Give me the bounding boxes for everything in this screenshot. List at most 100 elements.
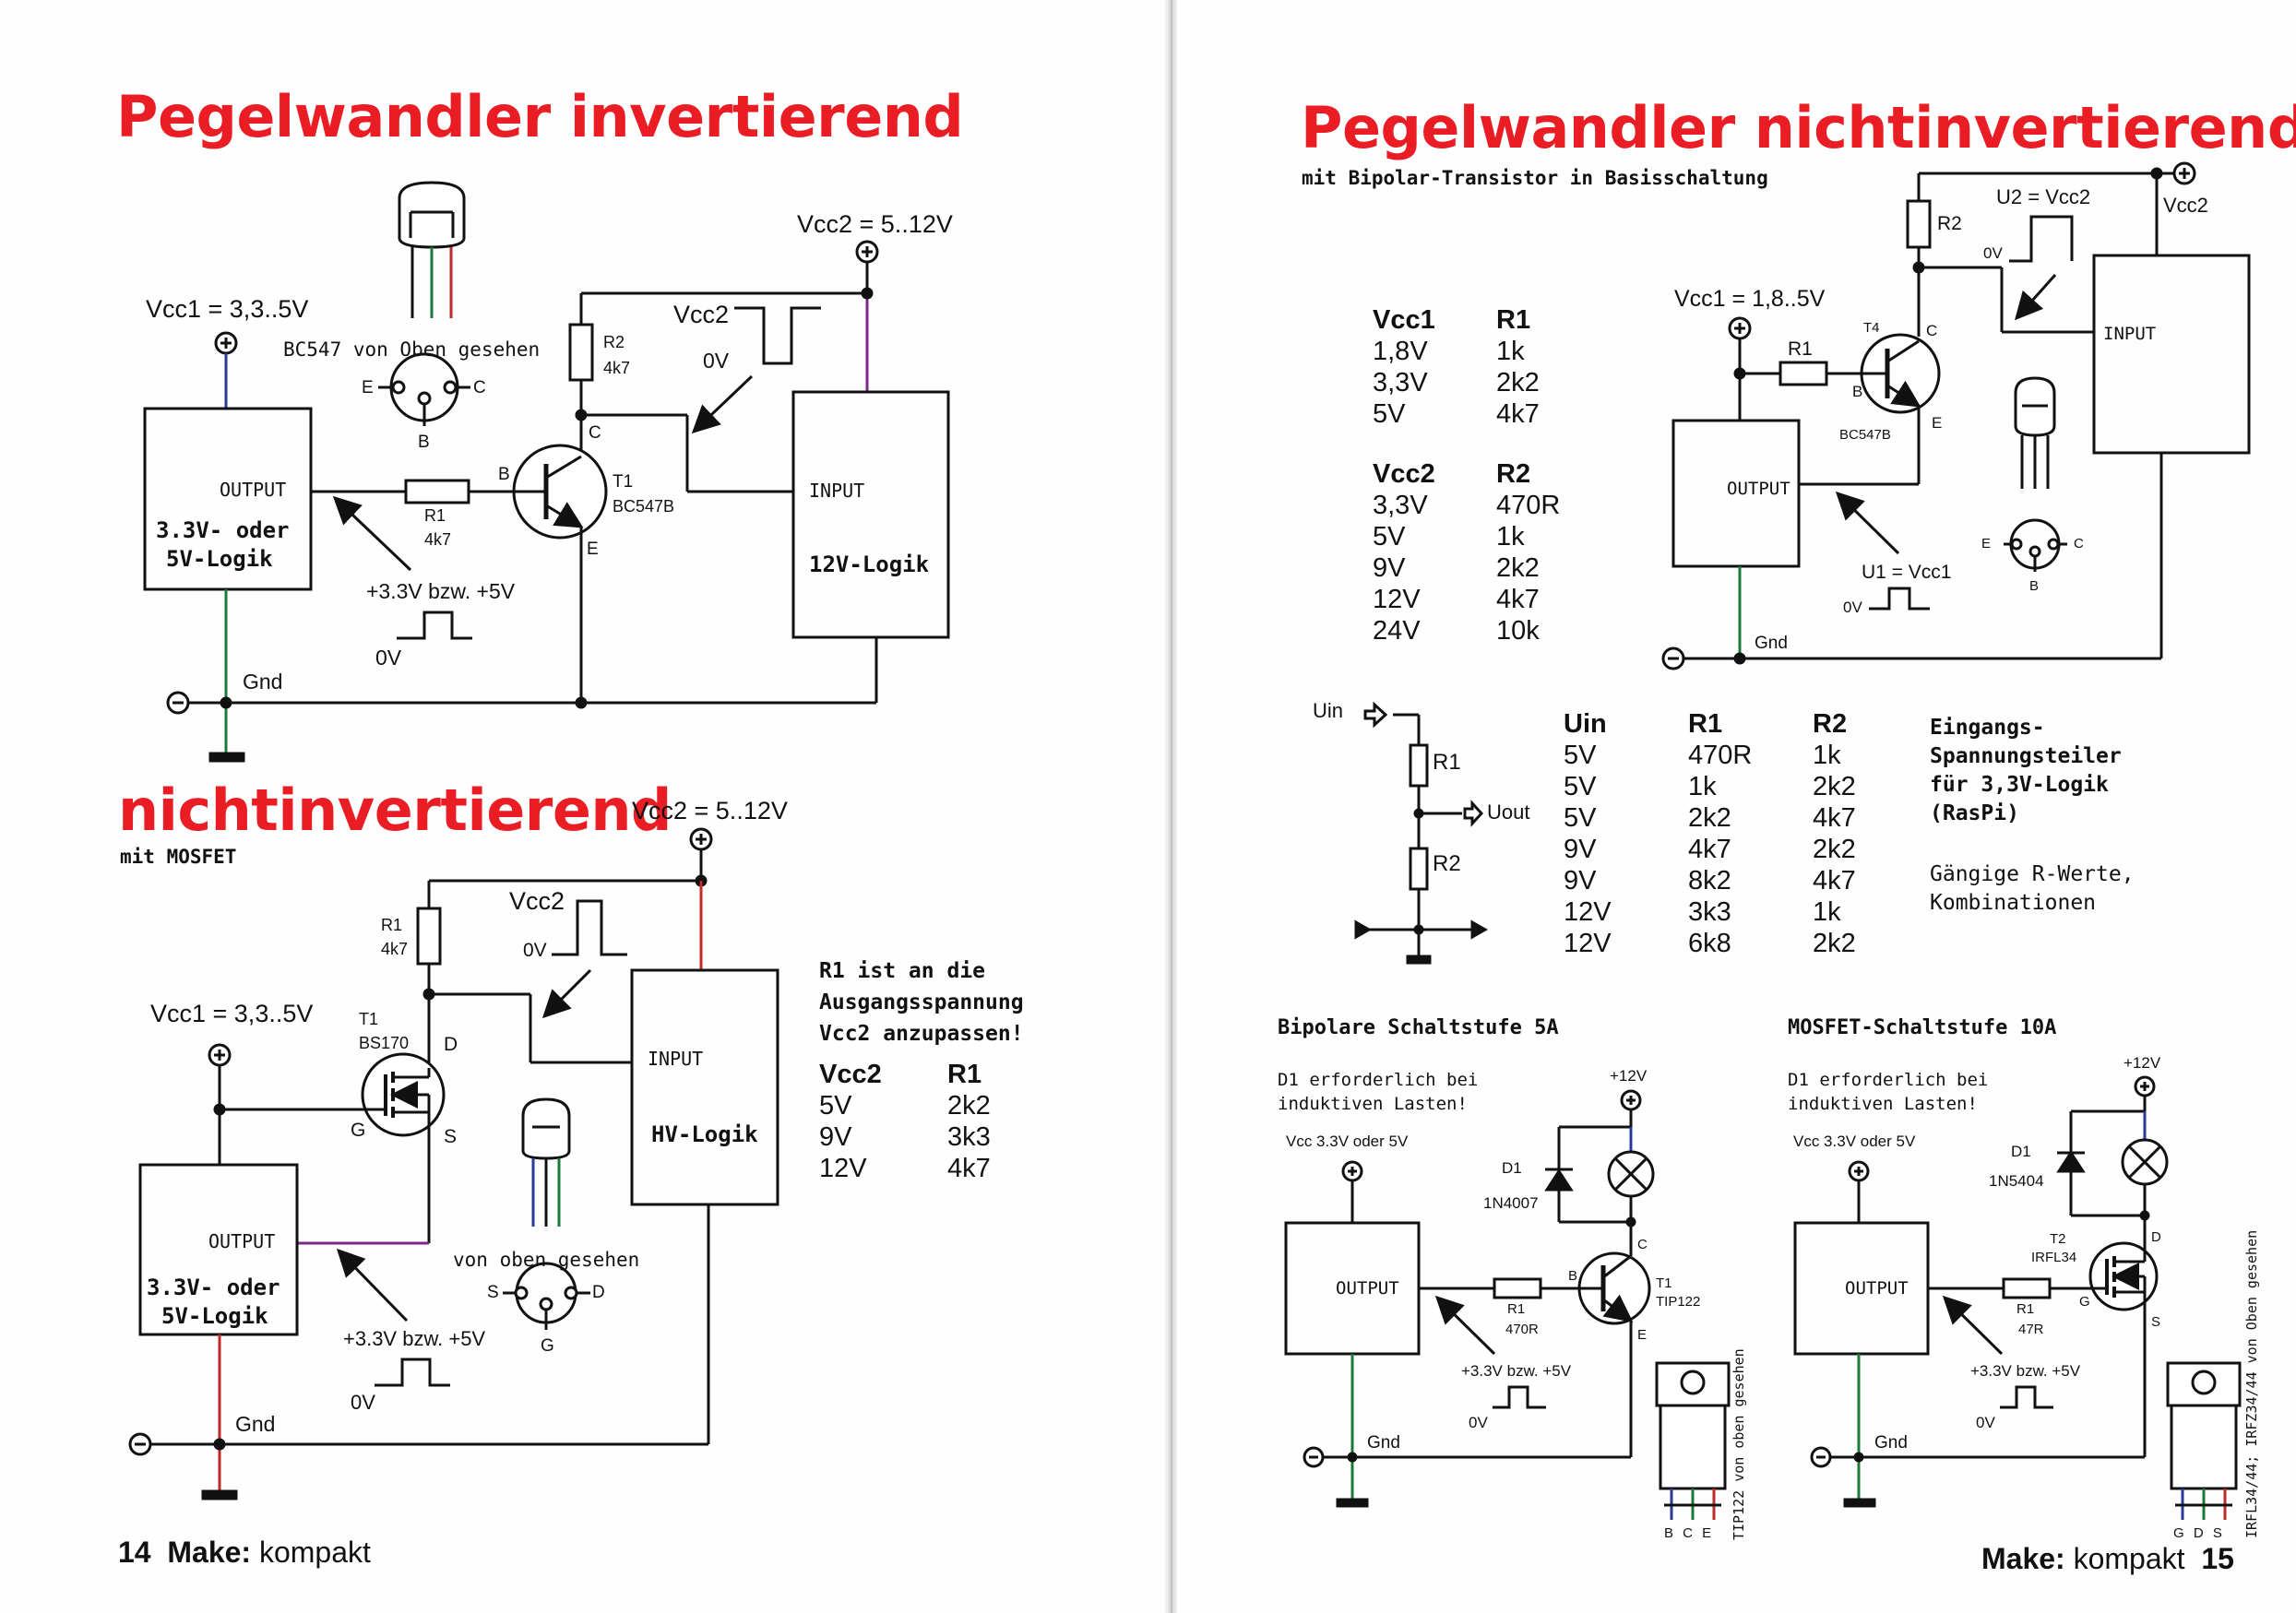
table-cell: 24V [1373, 616, 1421, 646]
label-vcc2: Vcc2 = 5..12V [797, 210, 953, 238]
table-header: R1 [1688, 709, 1723, 739]
brand-name: Make: [167, 1536, 252, 1569]
r1-value: 4k7 [424, 530, 452, 549]
gnd-label: Gnd [243, 670, 283, 694]
brand-suffix: kompakt [2073, 1542, 2185, 1575]
table-header: R1 [947, 1060, 982, 1089]
bipolar-output-label: OUTPUT [1336, 1278, 1399, 1299]
table-cell: 2k2 [1496, 553, 1540, 583]
mos-input-pulse: +3.3V bzw. +5V [343, 1327, 486, 1350]
logic-in-line2: 5V-Logik [166, 546, 273, 572]
logic-in-line1: 3.3V- oder [156, 517, 290, 543]
tip122-package-icon [1655, 1361, 1731, 1407]
resistor-r1-icon [416, 907, 442, 966]
table-cell: 4k7 [1496, 585, 1540, 614]
tip122-pins: B C E [1664, 1525, 1712, 1541]
mos-pulse-zero-v: 0V [351, 1391, 375, 1414]
pin-e-t1: E [587, 540, 599, 559]
pulse-zero-v: 0V [375, 646, 402, 670]
base-pinout-c: C [2074, 536, 2084, 552]
table-cell: 12V [819, 1154, 867, 1183]
divider-uout: Uout [1487, 801, 1530, 824]
table-cell: 5V [1564, 803, 1597, 833]
base-t4-type: BC547B [1839, 427, 1891, 443]
label-vcc1: Vcc1 = 3,3..5V [146, 295, 309, 323]
mos-logic-in-line1: 3.3V- oder [147, 1275, 280, 1300]
mosfet-stage-title: MOSFET-Schaltstufe 10A [1788, 1016, 2057, 1039]
irf-view-caption: IRFL34/44; IRFZ34/44 von Oben gesehen [2243, 1230, 2260, 1538]
bipolar-t1-type: TIP122 [1656, 1294, 1701, 1310]
r2-table-col: R2 470R 1k 2k2 4k7 10k [1496, 458, 1560, 646]
input-pulse-label: +3.3V bzw. +5V [366, 579, 516, 603]
bipolar-pin-b: B [1568, 1268, 1578, 1284]
mosfet-output-label: OUTPUT [1845, 1278, 1909, 1299]
caption-line: (RasPi) [1930, 801, 2019, 825]
table-cell: 8k2 [1688, 866, 1731, 895]
mos-vcc2-pulse: Vcc2 [509, 887, 565, 915]
table-cell: 2k2 [947, 1091, 991, 1121]
mosfet-r1-value: 47R [2018, 1322, 2044, 1337]
bipolar-r1-value: 470R [1505, 1322, 1539, 1337]
divider-caption-2: Gängige R-Werte, Kombinationen [1930, 860, 2135, 918]
caption-line: Eingangs- [1930, 716, 2045, 740]
base-output-label: OUTPUT [1727, 479, 1790, 499]
mos-input-label: INPUT [648, 1048, 704, 1070]
schematic-mosfet-stage [1793, 1075, 2242, 1520]
table-cell: 4k7 [947, 1154, 991, 1183]
input-block [791, 390, 950, 639]
table-cell: 1,8V [1373, 337, 1428, 366]
page-number: 15 [2201, 1542, 2234, 1575]
base-input-label: INPUT [2103, 324, 2157, 344]
mos-pin-g: G [351, 1120, 366, 1141]
base-pin-e: E [1932, 414, 1943, 432]
bipolar-stage-title: Bipolare Schaltstufe 5A [1278, 1016, 1559, 1039]
mosfet-t2-name: T2 [2050, 1231, 2066, 1247]
mosfet-pin-g: G [2079, 1294, 2090, 1310]
mosfet-d1-type: 1N5404 [1989, 1172, 2044, 1190]
mos-logic-in-line2: 5V-Logik [161, 1303, 268, 1329]
table-header: R1 [1496, 305, 1531, 335]
label-vcc2-pulse: Vcc2 [673, 301, 730, 328]
table-header: R2 [1496, 459, 1531, 489]
table-cell: 9V [1564, 835, 1597, 864]
mos-output-label: OUTPUT [208, 1230, 276, 1252]
table-cell: 2k2 [1813, 772, 1856, 801]
bipolar-vcc: Vcc 3.3V oder 5V [1286, 1133, 1409, 1150]
table-cell: 5V [1373, 522, 1406, 552]
table-cell: 470R [1688, 741, 1753, 770]
resistor-r2-icon [568, 323, 594, 382]
schematic-mosfet [128, 827, 779, 1500]
bipolar-d1-type: 1N4007 [1483, 1194, 1539, 1212]
output-block [1793, 1221, 1930, 1356]
caption-line: Gängige R-Werte, [1930, 862, 2135, 886]
schematic-bipolar-stage [1284, 1089, 1731, 1520]
base-r2-name: R2 [1937, 213, 1962, 234]
right-page [1177, 0, 2296, 1613]
table-cell: 4k7 [1496, 399, 1540, 429]
mos-pin-s: S [444, 1126, 458, 1147]
table-cell: 4k7 [1688, 835, 1731, 864]
output-label: OUTPUT [220, 479, 287, 501]
mosfet-stage-note: D1 erforderlich bei induktiven Lasten! [1788, 1068, 1988, 1116]
table-cell: 2k2 [1496, 368, 1540, 397]
bc547-body-icon [398, 181, 466, 249]
bs170-body-icon [521, 1097, 571, 1160]
irf-package-icon [2166, 1361, 2242, 1407]
table-cell: 2k2 [1688, 803, 1731, 833]
table-header: R2 [1813, 709, 1848, 739]
table-cell: 2k2 [1813, 835, 1856, 864]
pin-c-label: C [473, 378, 486, 397]
mos-t1-type: BS170 [359, 1034, 410, 1052]
note-line: D1 erforderlich bei [1278, 1070, 1479, 1090]
base-pinout-e: E [1981, 536, 1992, 552]
r1-name: R1 [424, 506, 446, 525]
table-cell: 5V [1564, 741, 1597, 770]
schematic-inverting [143, 181, 950, 763]
pin-c-t1: C [589, 423, 601, 443]
table-cell: 3,3V [1373, 491, 1428, 520]
table-cell: 3,3V [1373, 368, 1428, 397]
mosfet-pin-d: D [2151, 1229, 2161, 1245]
pin-e-label: E [362, 378, 374, 397]
divider-caption: Eingangs- Spannungsteiler für 3,3V-Logik… [1930, 714, 2122, 828]
